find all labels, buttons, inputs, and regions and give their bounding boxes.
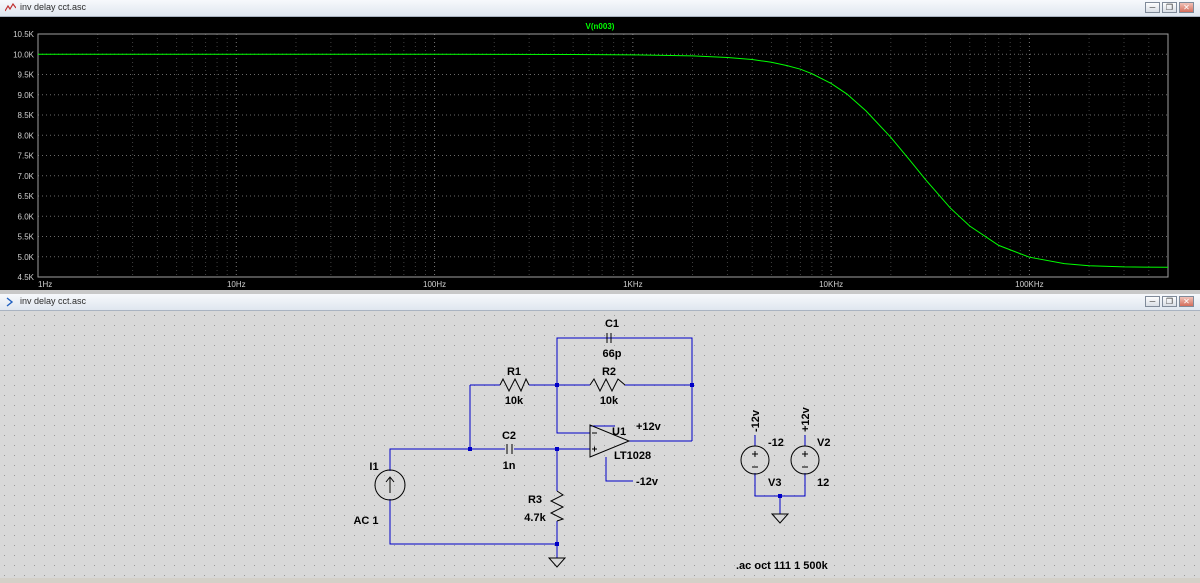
schematic-window-titlebar[interactable]: inv delay cct.asc ─ ❐ ✕ [0,294,1200,311]
plot-window-title: inv delay cct.asc [20,2,87,12]
current-source-i1[interactable] [374,469,406,501]
r1-label[interactable]: R1 [507,366,521,378]
x-axis-labels: 1Hz 10Hz 100Hz 1KHz 10KHz 100KHz [38,280,1044,289]
y-tick-label: 8.0K [18,131,35,140]
vneg-net-label[interactable]: -12v [636,476,659,488]
y-tick-label: 9.5K [18,71,35,80]
ltspice-plot-icon [5,3,16,12]
v2-value[interactable]: 12 [817,477,829,489]
y-tick-label: 7.5K [18,152,35,161]
x-tick-label: 1KHz [623,280,643,289]
i1-label[interactable]: I1 [369,461,378,473]
schematic-icon [6,297,14,307]
y-tick-label: 10.0K [13,50,35,59]
r1-value[interactable]: 10k [505,395,524,407]
resistor-r1[interactable] [499,377,530,393]
x-tick-label: 10KHz [819,280,843,289]
v3-value[interactable]: -12 [768,437,784,449]
capacitor-c1[interactable] [606,333,612,343]
window-divider [0,290,1200,294]
u1-part-label[interactable]: LT1028 [614,450,651,462]
i1-value[interactable]: AC 1 [353,515,378,527]
waveform-plot-pane[interactable]: V(n003) 10.5K 10.0K 9.5K 9.0K 8.5K 8.0K 7.5K 7.… [0,17,1200,290]
vpos-net-label[interactable]: +12v [636,421,662,433]
voltage-source-v2[interactable] [790,445,820,475]
y-tick-label: 6.5K [18,192,35,201]
trace-label[interactable]: V(n003) [586,22,615,31]
x-tick-label: 100Hz [423,280,446,289]
series-line-v-n003 [38,53,1169,268]
r2-label[interactable]: R2 [602,366,616,378]
y-tick-label: 5.5K [18,233,35,242]
v2-label[interactable]: V2 [817,437,830,449]
c1-label[interactable]: C1 [605,318,619,330]
r3-value[interactable]: 4.7k [524,512,546,524]
y-tick-label: 10.5K [13,30,35,39]
y-tick-label: 4.5K [18,273,35,282]
voltage-source-v3[interactable] [740,445,770,475]
restore-button[interactable]: ❐ [1162,296,1177,307]
y-tick-label: 6.0K [18,212,35,221]
u1-label[interactable]: U1 [612,426,626,438]
spice-directive[interactable]: .ac oct 111 1 500k [736,560,829,572]
x-tick-label: 100KHz [1015,280,1043,289]
minimize-button[interactable]: ─ [1145,296,1160,307]
close-button[interactable]: ✕ [1179,296,1194,307]
waveform-chart[interactable]: V(n003) 10.5K 10.0K 9.5K 9.0K 8.5K 8.0K 7.5K 7.… [0,17,1200,290]
opamp-u1[interactable] [589,424,631,458]
plot-window-titlebar[interactable]: inv delay cct.asc ─ ❐ ✕ [0,0,1200,17]
y-tick-label: 5.0K [18,253,35,262]
minimize-button[interactable]: ─ [1145,2,1160,13]
c2-label[interactable]: C2 [502,430,516,442]
ground-symbol [770,513,790,524]
r3-label[interactable]: R3 [528,494,542,506]
v2-net-label[interactable]: +12v [800,406,812,432]
v3-net-label[interactable]: -12v [750,409,762,432]
y-tick-label: 9.0K [18,91,35,100]
c1-value[interactable]: 66p [603,348,622,360]
v3-label[interactable]: V3 [768,477,781,489]
y-tick-label: 7.0K [18,172,35,181]
y-axis-labels: 10.5K 10.0K 9.5K 9.0K 8.5K 8.0K 7.5K 7.0K 6.5K 6.… [13,30,35,282]
restore-button[interactable]: ❐ [1162,2,1177,13]
c2-value[interactable]: 1n [503,460,516,472]
x-tick-label: 1Hz [38,280,52,289]
y-tick-label: 8.5K [18,111,35,120]
capacitor-c2[interactable] [506,444,513,454]
r2-value[interactable]: 10k [600,395,619,407]
plot-frame [37,33,1169,278]
schematic-canvas[interactable]: C1 66p R1 10k R2 10k C2 1n R3 4.7k I1 AC… [0,311,1200,578]
close-button[interactable]: ✕ [1179,2,1194,13]
schematic-window-title: inv delay cct.asc [20,296,87,306]
x-tick-label: 10Hz [227,280,246,289]
schematic-grid [0,311,1200,578]
resistor-r2[interactable] [589,377,626,393]
chart-grid [37,33,1169,278]
resistor-r3[interactable] [549,490,565,522]
junction-dots [468,383,782,546]
wires [389,337,806,558]
ground-symbol [547,557,567,568]
